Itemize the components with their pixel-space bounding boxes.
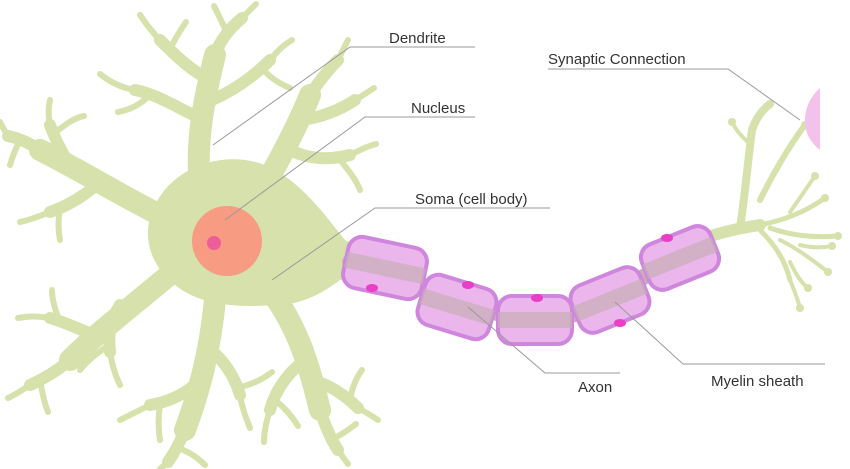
axon-terminal xyxy=(694,100,841,310)
myelin-segment xyxy=(496,294,574,346)
leader-nucleus xyxy=(224,116,475,221)
label-myelin-sheath: Myelin sheath xyxy=(711,373,804,390)
schwann-nuclei xyxy=(366,234,673,327)
nucleolus-dot xyxy=(207,236,221,250)
leader-myelin xyxy=(614,301,825,365)
leader-soma xyxy=(271,207,550,281)
nucleus-shape xyxy=(192,206,262,276)
leader-dendrite xyxy=(212,46,475,146)
synapse-shape xyxy=(804,88,820,150)
label-axon: Axon xyxy=(578,379,612,396)
leader-axon xyxy=(467,306,620,374)
myelin-segment xyxy=(415,272,499,342)
leader-lines xyxy=(212,46,825,374)
label-soma: Soma (cell body) xyxy=(415,191,528,208)
myelin-segment xyxy=(638,224,722,292)
label-dendrite: Dendrite xyxy=(389,30,446,47)
myelin-segment xyxy=(341,234,429,302)
myelin-segments xyxy=(341,224,722,346)
leader-synaptic xyxy=(548,68,801,121)
label-synaptic-connection: Synaptic Connection xyxy=(548,51,686,68)
dendrite-tree xyxy=(0,1,381,469)
label-nucleus: Nucleus xyxy=(411,100,465,117)
